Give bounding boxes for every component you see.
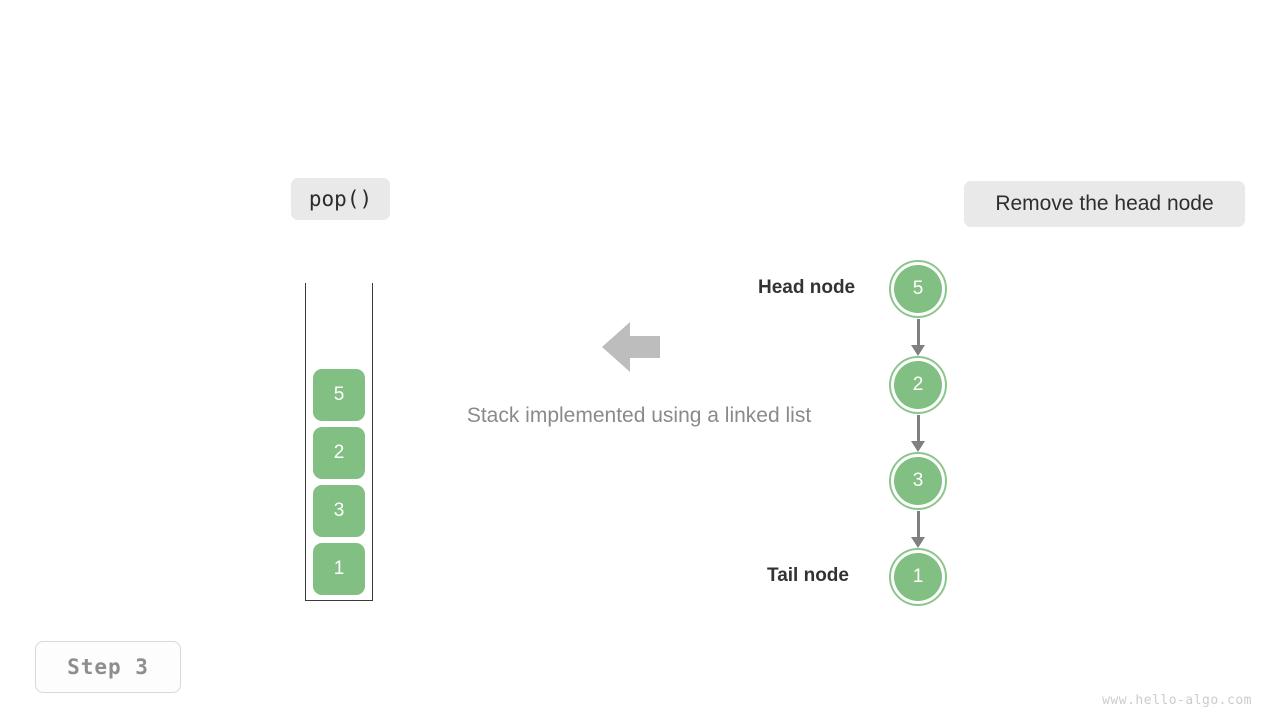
stack-floor xyxy=(304,600,373,601)
operation-badge: pop() xyxy=(291,178,390,220)
list-node-value: 3 xyxy=(894,457,942,505)
arrow-left-icon xyxy=(602,322,660,372)
list-node: 2 xyxy=(889,356,947,414)
watermark: www.hello-algo.com xyxy=(1102,693,1252,708)
list-node-value: 2 xyxy=(894,361,942,409)
link-arrowhead-icon xyxy=(911,345,925,356)
list-node-value: 1 xyxy=(894,553,942,601)
step-badge: Step 3 xyxy=(35,641,181,693)
linked-list: 5 2 3 1 xyxy=(889,258,951,608)
stack-cell-list: 5 2 3 1 xyxy=(304,283,374,601)
description-badge: Remove the head node xyxy=(964,181,1245,227)
stack-wall-left xyxy=(304,283,306,601)
link-arrowhead-icon xyxy=(911,441,925,452)
stack-cell: 5 xyxy=(313,369,365,421)
link-line xyxy=(917,415,920,444)
list-node-value: 5 xyxy=(894,265,942,313)
stack-cell: 1 xyxy=(313,543,365,595)
array-stack: 5 2 3 1 xyxy=(304,283,374,603)
list-node: 1 xyxy=(889,548,947,606)
caption-text: Stack implemented using a linked list xyxy=(0,404,1280,428)
link-arrowhead-icon xyxy=(911,537,925,548)
link-line xyxy=(917,319,920,348)
head-node-label: Head node xyxy=(758,277,856,298)
list-node: 3 xyxy=(889,452,947,510)
tail-node-label: Tail node xyxy=(767,565,849,586)
stack-cell: 3 xyxy=(313,485,365,537)
stack-cell: 2 xyxy=(313,427,365,479)
list-node: 5 xyxy=(889,260,947,318)
link-line xyxy=(917,511,920,540)
stack-wall-right xyxy=(372,283,373,601)
caption-label: Stack implemented using a linked list xyxy=(466,404,812,427)
